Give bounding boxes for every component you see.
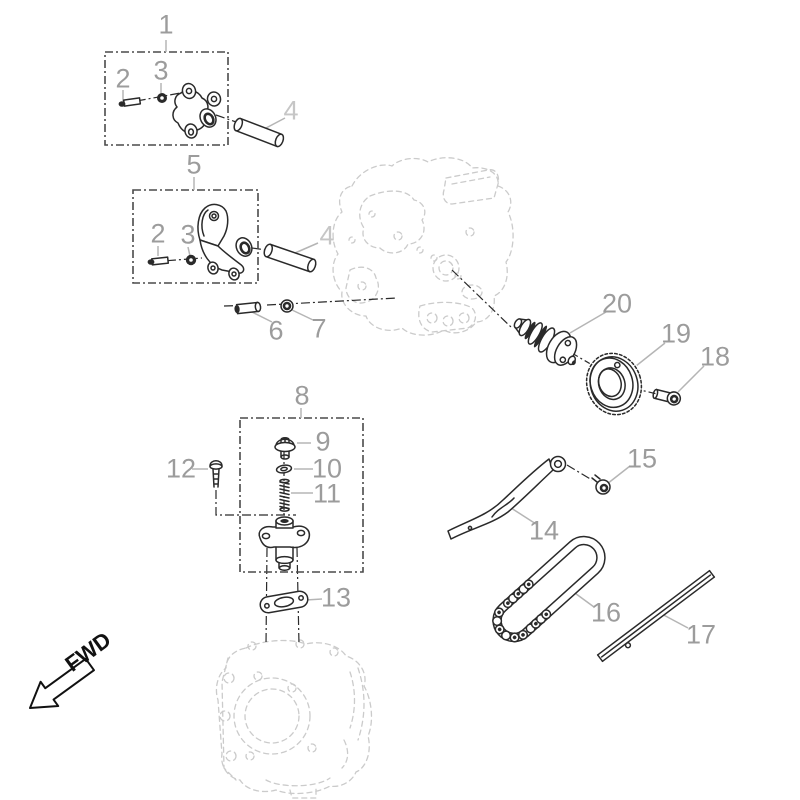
- tensioner-washer-10: [275, 464, 293, 474]
- callout-3a[interactable]: 3: [153, 55, 169, 86]
- tensioner-spring-11: [279, 478, 290, 512]
- adjuster-screw-1: [118, 97, 142, 107]
- group-box-5: [132, 189, 259, 284]
- callout-4a[interactable]: 4: [283, 95, 299, 126]
- tensioner-body: [258, 516, 311, 571]
- callout-11[interactable]: 11: [312, 478, 342, 509]
- callout-12[interactable]: 12: [165, 453, 197, 484]
- dowel-pin-6: [234, 301, 262, 315]
- callout-3b[interactable]: 3: [180, 219, 196, 250]
- callout-6[interactable]: 6: [268, 315, 284, 346]
- chain-guide-strip-17: [596, 569, 716, 663]
- callout-20[interactable]: 20: [601, 288, 633, 319]
- camshaft-20: [506, 307, 578, 367]
- adjuster-nut-1: [157, 93, 167, 103]
- callout-5[interactable]: 5: [186, 149, 202, 180]
- adjuster-screw-5: [147, 256, 170, 266]
- callout-14[interactable]: 14: [528, 515, 560, 546]
- adjuster-nut-5: [185, 254, 197, 266]
- callout-15[interactable]: 15: [626, 443, 658, 474]
- guide-screw-15: [591, 474, 611, 495]
- callout-4b[interactable]: 4: [319, 220, 335, 251]
- group-box-1: [104, 51, 229, 146]
- rocker-shaft-5: [263, 243, 317, 273]
- callout-leader-lines: [122, 40, 705, 629]
- tensioner-mount-bolt-12: [209, 460, 223, 488]
- rocker-arm-5: [197, 203, 253, 281]
- rocker-shaft-1: [233, 117, 285, 148]
- chain-guide-14: [447, 455, 567, 540]
- callout-7[interactable]: 7: [311, 313, 327, 344]
- cam-chain-16: [492, 535, 606, 643]
- callout-17[interactable]: 17: [685, 619, 717, 650]
- cam-sprocket-19: [584, 351, 644, 417]
- callout-13[interactable]: 13: [320, 582, 352, 613]
- chain-links: [492, 579, 552, 643]
- callout-2b[interactable]: 2: [150, 218, 166, 249]
- callout-1[interactable]: 1: [158, 9, 174, 40]
- ghost-cylinder-block: [215, 639, 373, 799]
- callout-19[interactable]: 19: [660, 318, 692, 349]
- ghost-cylinder-head: [332, 157, 514, 336]
- assembly-centerlines: [119, 91, 658, 646]
- rocker-arm-1: [172, 82, 222, 139]
- tensioner-cap-bolt-9: [274, 437, 296, 460]
- callout-18[interactable]: 18: [699, 341, 731, 372]
- sprocket-bolt-18: [652, 388, 682, 406]
- tensioner-gasket-13: [259, 590, 309, 614]
- callout-10[interactable]: 10: [311, 453, 343, 484]
- callout-8[interactable]: 8: [294, 380, 310, 411]
- callout-9[interactable]: 9: [315, 426, 331, 457]
- washer-7: [280, 299, 294, 313]
- fwd-arrow: FWD: [29, 627, 116, 709]
- group-box-8: [239, 417, 364, 573]
- callout-2a[interactable]: 2: [115, 63, 131, 94]
- callout-16[interactable]: 16: [590, 597, 622, 628]
